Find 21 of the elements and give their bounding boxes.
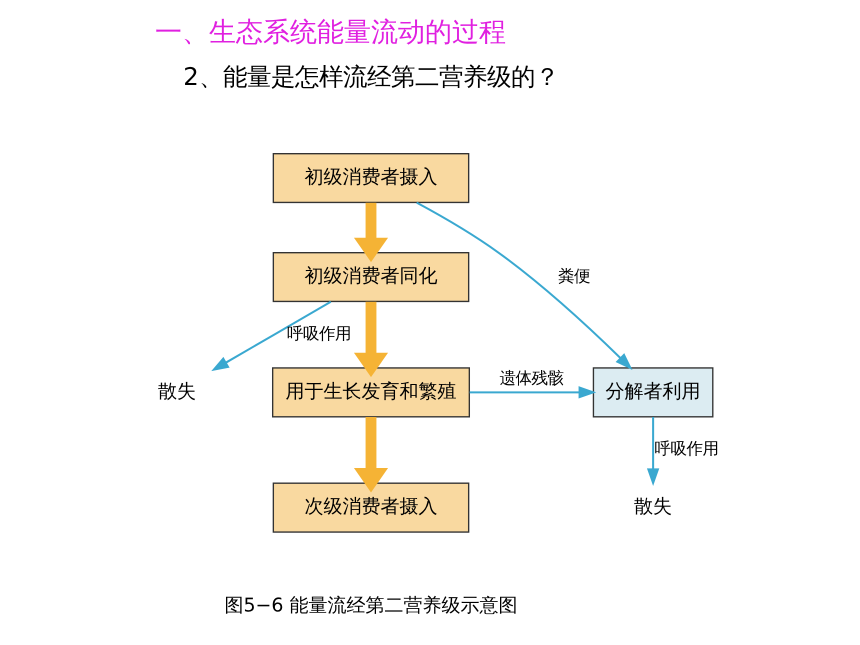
arrow bbox=[416, 202, 632, 370]
node-box: 初级消费者摄入 bbox=[272, 152, 470, 204]
arrow bbox=[354, 417, 388, 492]
arrow bbox=[646, 417, 660, 486]
arrow bbox=[470, 386, 596, 399]
node-box: 分解者利用 bbox=[592, 367, 714, 418]
caption: 图5−6 能量流经第二营养级示意图 bbox=[224, 594, 518, 617]
label: 2、能量是怎样流经第二营养级的？ bbox=[183, 62, 559, 92]
node-box: 初级消费者同化 bbox=[272, 252, 470, 302]
edge-label: 呼吸作用 bbox=[654, 439, 718, 458]
edge-label: 遗体残骸 bbox=[499, 368, 564, 388]
arrow bbox=[354, 302, 388, 378]
node-text: 散失 bbox=[634, 496, 672, 518]
node-box: 用于生长发育和繁殖 bbox=[272, 367, 470, 418]
diagram-title: 一、生态系统能量流动的过程 bbox=[154, 17, 506, 48]
arrow bbox=[211, 300, 332, 372]
arrow bbox=[354, 202, 388, 262]
edge-label: 呼吸作用 bbox=[286, 324, 351, 343]
edge-label: 粪便 bbox=[558, 266, 590, 286]
node-text: 散失 bbox=[158, 380, 196, 402]
node-box: 次级消费者摄入 bbox=[272, 482, 470, 533]
